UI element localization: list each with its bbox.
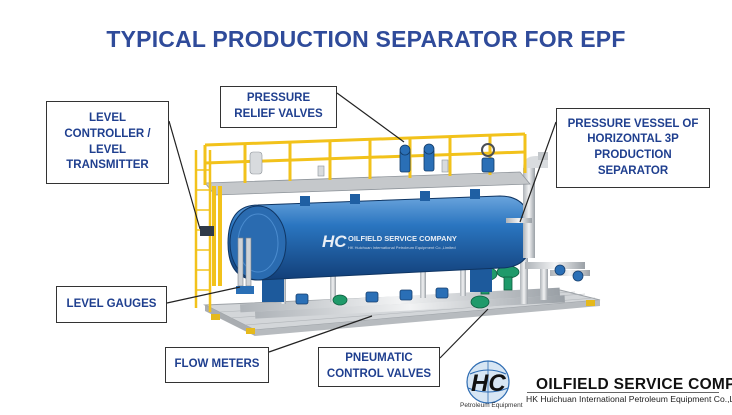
callout-pneumatic-control-valves: PNEUMATIC CONTROL VALVES: [318, 347, 440, 387]
platform-equipment: [249, 151, 449, 177]
vessel-sublabel: HK Huichuan International Petroleum Equi…: [348, 245, 456, 250]
callout-pressure-relief-valves: PRESSURE RELIEF VALVES: [220, 86, 337, 128]
level-instruments: [200, 226, 254, 294]
company-logo-mark: HC: [466, 360, 510, 404]
separator-vessel: HC OILFIELD SERVICE COMPANY HK Huichuan …: [227, 189, 533, 281]
callout-level-controller: LEVEL CONTROLLER / LEVEL TRANSMITTER: [46, 101, 169, 184]
logo-caption: Petroleum Equipment: [460, 402, 523, 409]
relief-valves: [399, 143, 495, 173]
callout-flow-meters: FLOW METERS: [165, 347, 269, 383]
company-name: OILFIELD SERVICE COMPANY: [536, 376, 732, 393]
logo-mark-text: HC: [471, 370, 506, 397]
callout-pressure-vessel: PRESSURE VESSEL OF HORIZONTAL 3P PRODUCT…: [556, 108, 710, 188]
callout-level-gauges: LEVEL GAUGES: [56, 286, 167, 323]
flow-meters: [295, 264, 584, 305]
logo-divider: [527, 392, 719, 393]
page-title: TYPICAL PRODUCTION SEPARATOR FOR EPF: [106, 26, 626, 52]
riser-pipe: [506, 152, 548, 258]
svg-text:HC: HC: [322, 232, 347, 251]
vessel-label: OILFIELD SERVICE COMPANY: [348, 234, 457, 243]
leader-lines: [166, 92, 557, 359]
company-subtitle: HK Huichuan International Petroleum Equi…: [526, 394, 732, 404]
